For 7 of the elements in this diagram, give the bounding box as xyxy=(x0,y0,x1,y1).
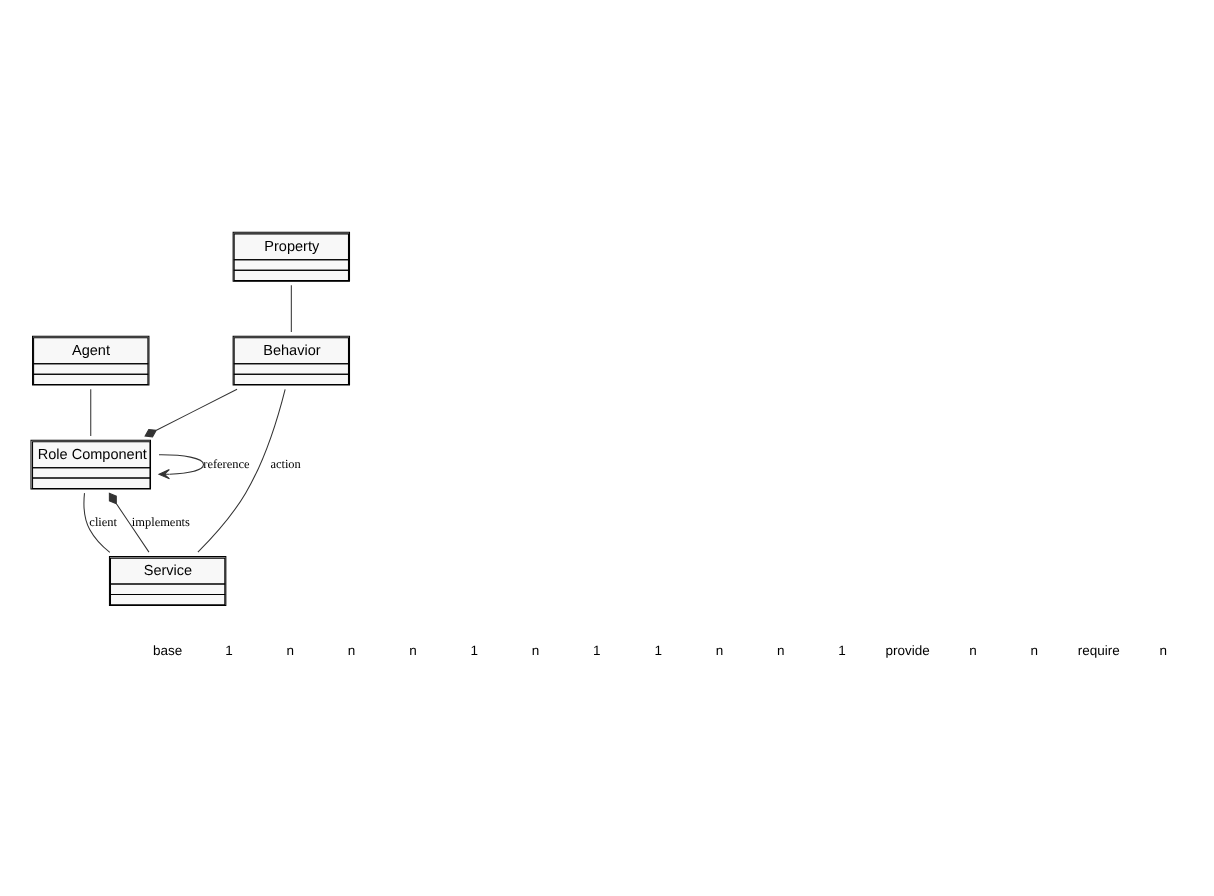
arrow xyxy=(158,453,205,479)
connector xyxy=(90,387,92,436)
connector xyxy=(290,283,292,332)
connector xyxy=(197,387,286,552)
connector xyxy=(144,387,238,437)
connector xyxy=(108,491,150,552)
connector xyxy=(83,491,111,552)
